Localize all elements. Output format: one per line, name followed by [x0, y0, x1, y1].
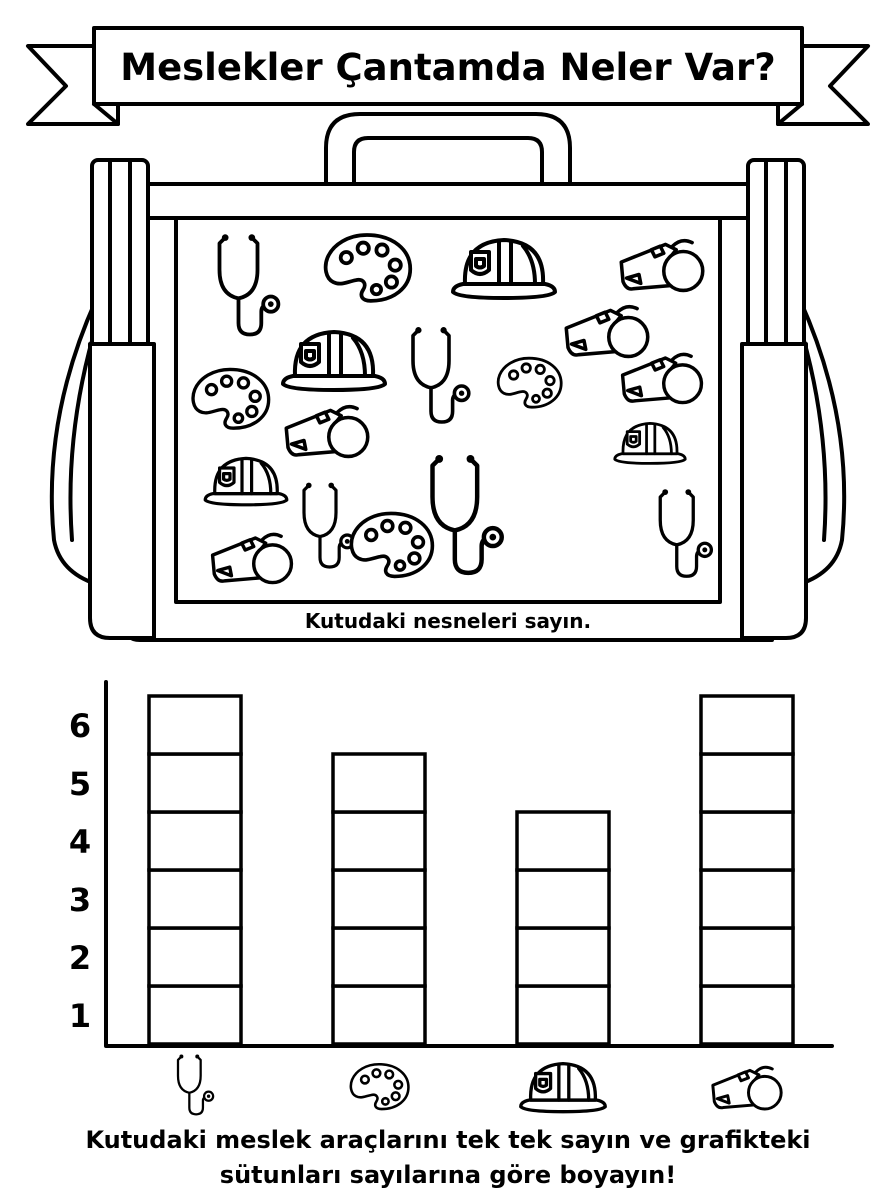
bag-lid — [146, 182, 750, 220]
whistle-icon — [711, 1065, 783, 1111]
firefighter-helmet-icon — [518, 1061, 608, 1114]
title-banner: Meslekler Çantamda Neler Var? — [26, 26, 870, 126]
bar-cell[interactable] — [331, 984, 427, 1046]
chart-axes — [104, 680, 834, 1048]
bar-cell[interactable] — [699, 810, 795, 872]
bar-cell[interactable] — [147, 984, 243, 1046]
bag-handle — [324, 112, 572, 188]
bar-columns — [147, 694, 795, 1046]
bar-cell[interactable] — [147, 926, 243, 988]
bar-cell[interactable] — [515, 926, 611, 988]
bar-cell[interactable] — [331, 810, 427, 872]
bar-cell[interactable] — [699, 868, 795, 930]
bar-cell[interactable] — [515, 868, 611, 930]
bar-palette-icon — [331, 752, 427, 1046]
bar-cell[interactable] — [515, 810, 611, 872]
bar-firefighter-helmet-icon — [515, 810, 611, 1046]
bag-pocket-right — [740, 342, 808, 640]
bar-cell[interactable] — [331, 926, 427, 988]
y-axis-ticks: 1 2 3 4 5 6 — [69, 707, 91, 1035]
y-tick-label-6: 6 — [69, 707, 91, 745]
bar-cell[interactable] — [699, 694, 795, 756]
bag: Kutudaki nesneleri sayın. — [49, 112, 847, 642]
instruction-line-2: sütunları sayılarına göre boyayın! — [220, 1161, 676, 1189]
y-tick-label-3: 3 — [69, 881, 91, 919]
bar-stethoscope-icon — [147, 694, 243, 1046]
bar-cell[interactable] — [515, 984, 611, 1046]
bar-cell[interactable] — [147, 694, 243, 756]
banner-center — [92, 26, 804, 106]
bar-cell[interactable] — [147, 868, 243, 930]
bar-cell[interactable] — [699, 984, 795, 1046]
pictograph-chart: 1 2 3 4 5 6 — [69, 680, 834, 1116]
box-instruction: Kutudaki nesneleri sayın. — [305, 609, 591, 633]
bar-cell[interactable] — [331, 752, 427, 814]
bag-side-strap-right — [746, 158, 806, 362]
bar-cell[interactable] — [699, 752, 795, 814]
bag-pocket-left — [88, 342, 156, 640]
y-tick-label-4: 4 — [69, 823, 91, 861]
bar-cell[interactable] — [699, 926, 795, 988]
stethoscope-icon — [176, 1053, 215, 1116]
bar-cell[interactable] — [331, 868, 427, 930]
bar-cell[interactable] — [147, 810, 243, 872]
bar-cell[interactable] — [147, 752, 243, 814]
bag-side-strap-left — [90, 158, 150, 362]
y-tick-label-2: 2 — [69, 939, 91, 977]
bar-whistle-icon — [699, 694, 795, 1046]
x-axis-icons — [176, 1053, 783, 1116]
y-tick-label-5: 5 — [69, 765, 91, 803]
instruction-line-1: Kutudaki meslek araçlarını tek tek sayın… — [85, 1126, 810, 1154]
page-title: Meslekler Çantamda Neler Var? — [120, 46, 776, 89]
y-tick-label-1: 1 — [69, 997, 91, 1035]
palette-icon — [349, 1062, 410, 1111]
